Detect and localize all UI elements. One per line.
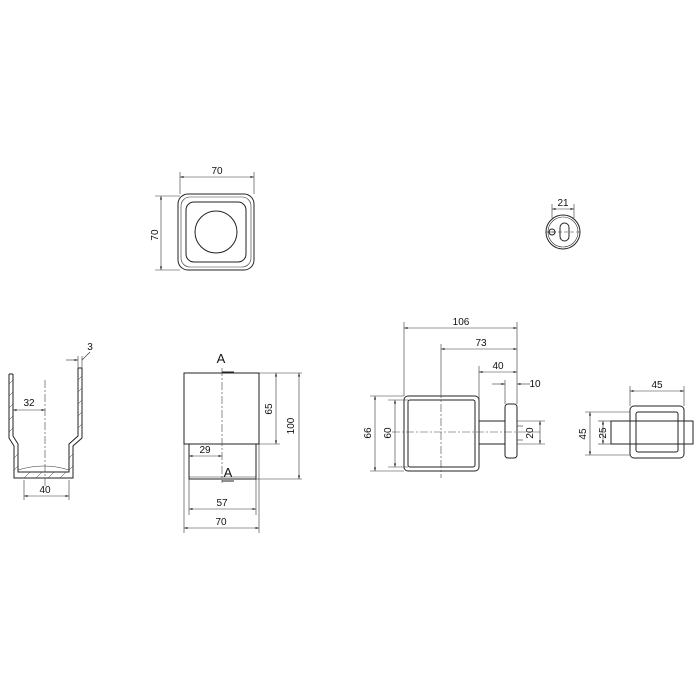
top-view-height-label: 70 bbox=[150, 229, 161, 241]
front-view-upper-body bbox=[183, 372, 260, 445]
side-view: 106 73 40 10 66 60 20 bbox=[363, 317, 545, 478]
top-view: 70 70 bbox=[150, 166, 255, 271]
top-view-rim-outline bbox=[180, 196, 252, 268]
end-view-back-plate bbox=[629, 405, 685, 459]
front-view-bottom-width-label: 57 bbox=[216, 498, 228, 509]
top-view-outer-outline bbox=[177, 193, 255, 271]
side-view-arm-height-label: 20 bbox=[525, 427, 536, 439]
front-view-upper-height-label: 65 bbox=[264, 403, 275, 415]
section-inner-width-label: 32 bbox=[23, 398, 35, 409]
end-view-front-plate bbox=[635, 411, 679, 453]
side-view-arm-length-label: 73 bbox=[475, 338, 487, 349]
side-view-plate-thickness-label: 10 bbox=[529, 379, 541, 390]
side-view-inner-height-label: 60 bbox=[383, 427, 394, 439]
side-view-arm bbox=[478, 420, 506, 445]
front-view-section-mark-bottom: A bbox=[224, 465, 233, 480]
side-view-total-depth-label: 106 bbox=[453, 317, 470, 328]
front-view: A A 65 100 29 57 70 bbox=[183, 351, 302, 533]
top-view-width-label: 70 bbox=[211, 166, 223, 177]
section-outer-contour bbox=[8, 368, 83, 479]
front-view-total-height-label: 100 bbox=[286, 417, 297, 434]
mount-view: 21 bbox=[545, 198, 581, 250]
top-view-cup-opening bbox=[194, 210, 238, 254]
mount-width-label: 21 bbox=[557, 198, 569, 209]
front-view-lower-body bbox=[188, 444, 257, 480]
end-view-outer-height-label: 45 bbox=[578, 428, 589, 440]
front-view-section-mark-top: A bbox=[217, 351, 226, 366]
end-view-width-label: 45 bbox=[651, 380, 663, 391]
side-view-outer-height-label: 66 bbox=[363, 427, 374, 439]
section-bottom-width-label: 40 bbox=[39, 485, 51, 496]
side-view-wall-plate bbox=[504, 403, 518, 459]
section-view: 32 3 40 bbox=[8, 342, 93, 500]
end-view-arm bbox=[610, 420, 694, 445]
end-view-inner-height-label: 25 bbox=[598, 427, 609, 439]
side-view-arm-to-plate-label: 40 bbox=[492, 361, 504, 372]
section-wall-thickness-label: 3 bbox=[87, 342, 93, 353]
side-view-holder-inner bbox=[407, 399, 476, 468]
section-hatching bbox=[8, 375, 83, 479]
side-view-holder-outer bbox=[403, 395, 480, 472]
front-view-total-width-label: 70 bbox=[215, 517, 227, 528]
end-view: 45 45 25 bbox=[578, 380, 694, 459]
front-view-left-offset-label: 29 bbox=[199, 445, 211, 456]
section-inner-contour bbox=[12, 368, 79, 473]
top-view-inner-outline bbox=[185, 201, 247, 263]
